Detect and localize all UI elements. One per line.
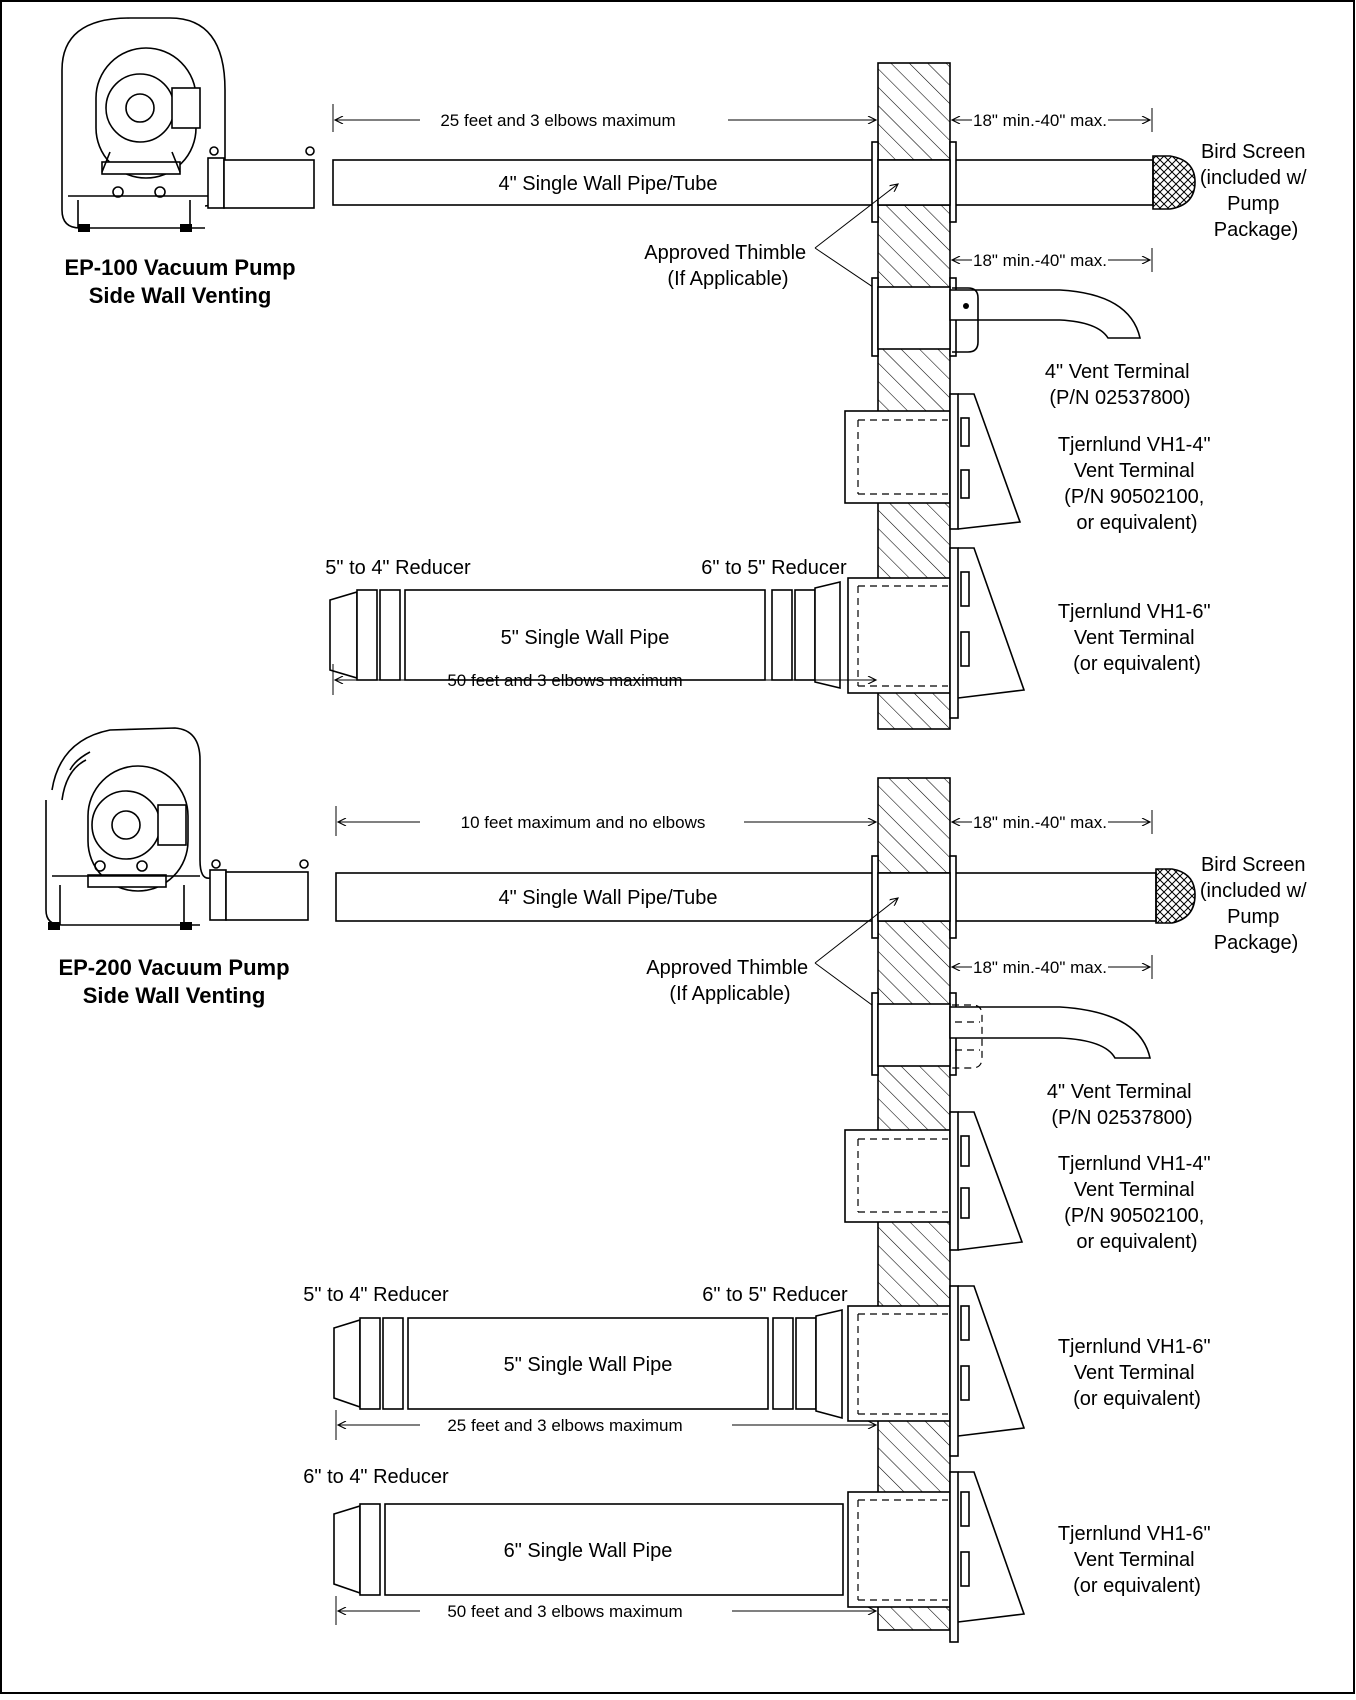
ep200-tjernlund-vh1-4-icon: [844, 1111, 1024, 1251]
ep100-pipe-4in-label: 4" Single Wall Pipe/Tube: [498, 173, 717, 195]
ep100-reducer-5-4: [329, 589, 401, 681]
ep100-thimble-flange-left: [871, 141, 879, 223]
ep200-tjernlund-vh1-6a-label: Tjernlund VH1-6" Vent Terminal (or equiv…: [1058, 1336, 1216, 1410]
ep200-pipe-4in-label: 4" Single Wall Pipe/Tube: [498, 887, 717, 909]
ep200-title-line1: EP-200 Vacuum Pump: [58, 955, 289, 980]
ep100-tjernlund-vh1-4-label: Tjernlund VH1-4" Vent Terminal (P/N 9050…: [1058, 434, 1216, 534]
ep200-pipe-5in: [407, 1317, 769, 1410]
ep200-vent-terminal-4in: [871, 992, 1151, 1076]
ep200-reducer-6-5-label: 6" to 5" Reducer: [702, 1284, 848, 1306]
ep200-run-max-6: 50 feet and 3 elbows maximum: [447, 1602, 682, 1621]
ep200-thimble-flange-left: [871, 855, 879, 939]
ep100-reducer-6-5: [771, 580, 841, 690]
ep100-pump-icon: [61, 17, 315, 232]
ep200-run-max: 10 feet maximum and no elbows: [461, 813, 706, 832]
ep200-pump-icon: [45, 727, 309, 930]
ep200-reducer-5-4: [333, 1317, 404, 1410]
ep100-tjernlund-vh1-6-label: Tjernlund VH1-6" Vent Terminal (or equiv…: [1058, 601, 1216, 675]
ep200-vent-terminal-4in-label: 4" Vent Terminal (P/N 02537800): [1047, 1081, 1197, 1129]
ep100-vent-terminal-4in-label: 4" Vent Terminal (P/N 02537800): [1045, 361, 1195, 409]
ep100-pipe-5in-label: 5" Single Wall Pipe: [501, 627, 670, 649]
ep200-tjernlund-vh1-6b-icon: [847, 1471, 1026, 1643]
ep100-tjernlund-vh1-4-icon: [844, 393, 1022, 530]
ep100-clearance2: 18" min.-40" max.: [973, 251, 1107, 270]
ep200-tjernlund-vh1-6b-label: Tjernlund VH1-6" Vent Terminal (or equiv…: [1058, 1523, 1216, 1597]
ep200-bird-screen-label: Bird Screen (included w/ Pump Package): [1200, 854, 1312, 954]
ep100-clearance1: 18" min.-40" max.: [973, 111, 1107, 130]
ep100-title-line2: Side Wall Venting: [89, 283, 272, 308]
ep100-reducer-5-4-label: 5" to 4" Reducer: [325, 557, 471, 579]
ep200-pipe-6in-label: 6" Single Wall Pipe: [504, 1540, 673, 1562]
ep100-section: EP-100 Vacuum Pump Side Wall Venting 25 …: [61, 17, 1312, 719]
ep200-thimble-flange-right: [949, 855, 957, 939]
ep200-clearance1: 18" min.-40" max.: [973, 813, 1107, 832]
ep200-clearance2: 18" min.-40" max.: [973, 958, 1107, 977]
ep200-bird-screen-icon: [1155, 868, 1196, 924]
ep200-thimble-sleeve: [877, 872, 951, 922]
ep100-pipe-4in: [332, 159, 1154, 206]
ep100-reducer-6-5-label: 6" to 5" Reducer: [701, 557, 847, 579]
ep200-pipe-4in: [335, 872, 1157, 922]
ep200-reducer-6-5: [772, 1308, 843, 1420]
ep200-thimble-leader-1: [814, 898, 898, 964]
ep200-section: EP-200 Vacuum Pump Side Wall Venting 10 …: [45, 727, 1312, 1643]
ep100-thimble-sleeve: [877, 159, 951, 206]
ep200-tjernlund-vh1-4-label: Tjernlund VH1-4" Vent Terminal (P/N 9050…: [1058, 1153, 1216, 1253]
ep200-pipe-6in: [384, 1503, 844, 1596]
ep100-run-max: 25 feet and 3 elbows maximum: [440, 111, 675, 130]
ep100-title-line1: EP-100 Vacuum Pump: [64, 255, 295, 280]
ep200-pipe-5in-label: 5" Single Wall Pipe: [504, 1354, 673, 1376]
ep100-thimble-label: Approved Thimble (If Applicable): [644, 242, 812, 290]
ep200-tjernlund-vh1-6a-icon: [847, 1285, 1026, 1457]
ep100-vent-terminal-4in: [871, 277, 1142, 357]
ep200-reducer-5-4-label: 5" to 4" Reducer: [303, 1284, 449, 1306]
ep100-run-max-5: 50 feet and 3 elbows maximum: [447, 671, 682, 690]
ep100-bird-screen-icon: [1152, 155, 1196, 210]
ep200-reducer-6-4: [333, 1503, 381, 1596]
ep100-tjernlund-vh1-6-icon: [847, 547, 1026, 719]
ep200-reducer-6-4-label: 6" to 4" Reducer: [303, 1466, 449, 1488]
ep100-pipe-5in: [404, 589, 766, 681]
ep100-thimble-flange-right: [949, 141, 957, 223]
ep100-bird-screen-label: Bird Screen (included w/ Pump Package): [1200, 141, 1312, 241]
ep200-title-line2: Side Wall Venting: [83, 983, 266, 1008]
ep100-thimble-leader-1: [814, 184, 898, 249]
ep200-thimble-label: Approved Thimble (If Applicable): [646, 957, 814, 1005]
ep200-run-max-5: 25 feet and 3 elbows maximum: [447, 1416, 682, 1435]
